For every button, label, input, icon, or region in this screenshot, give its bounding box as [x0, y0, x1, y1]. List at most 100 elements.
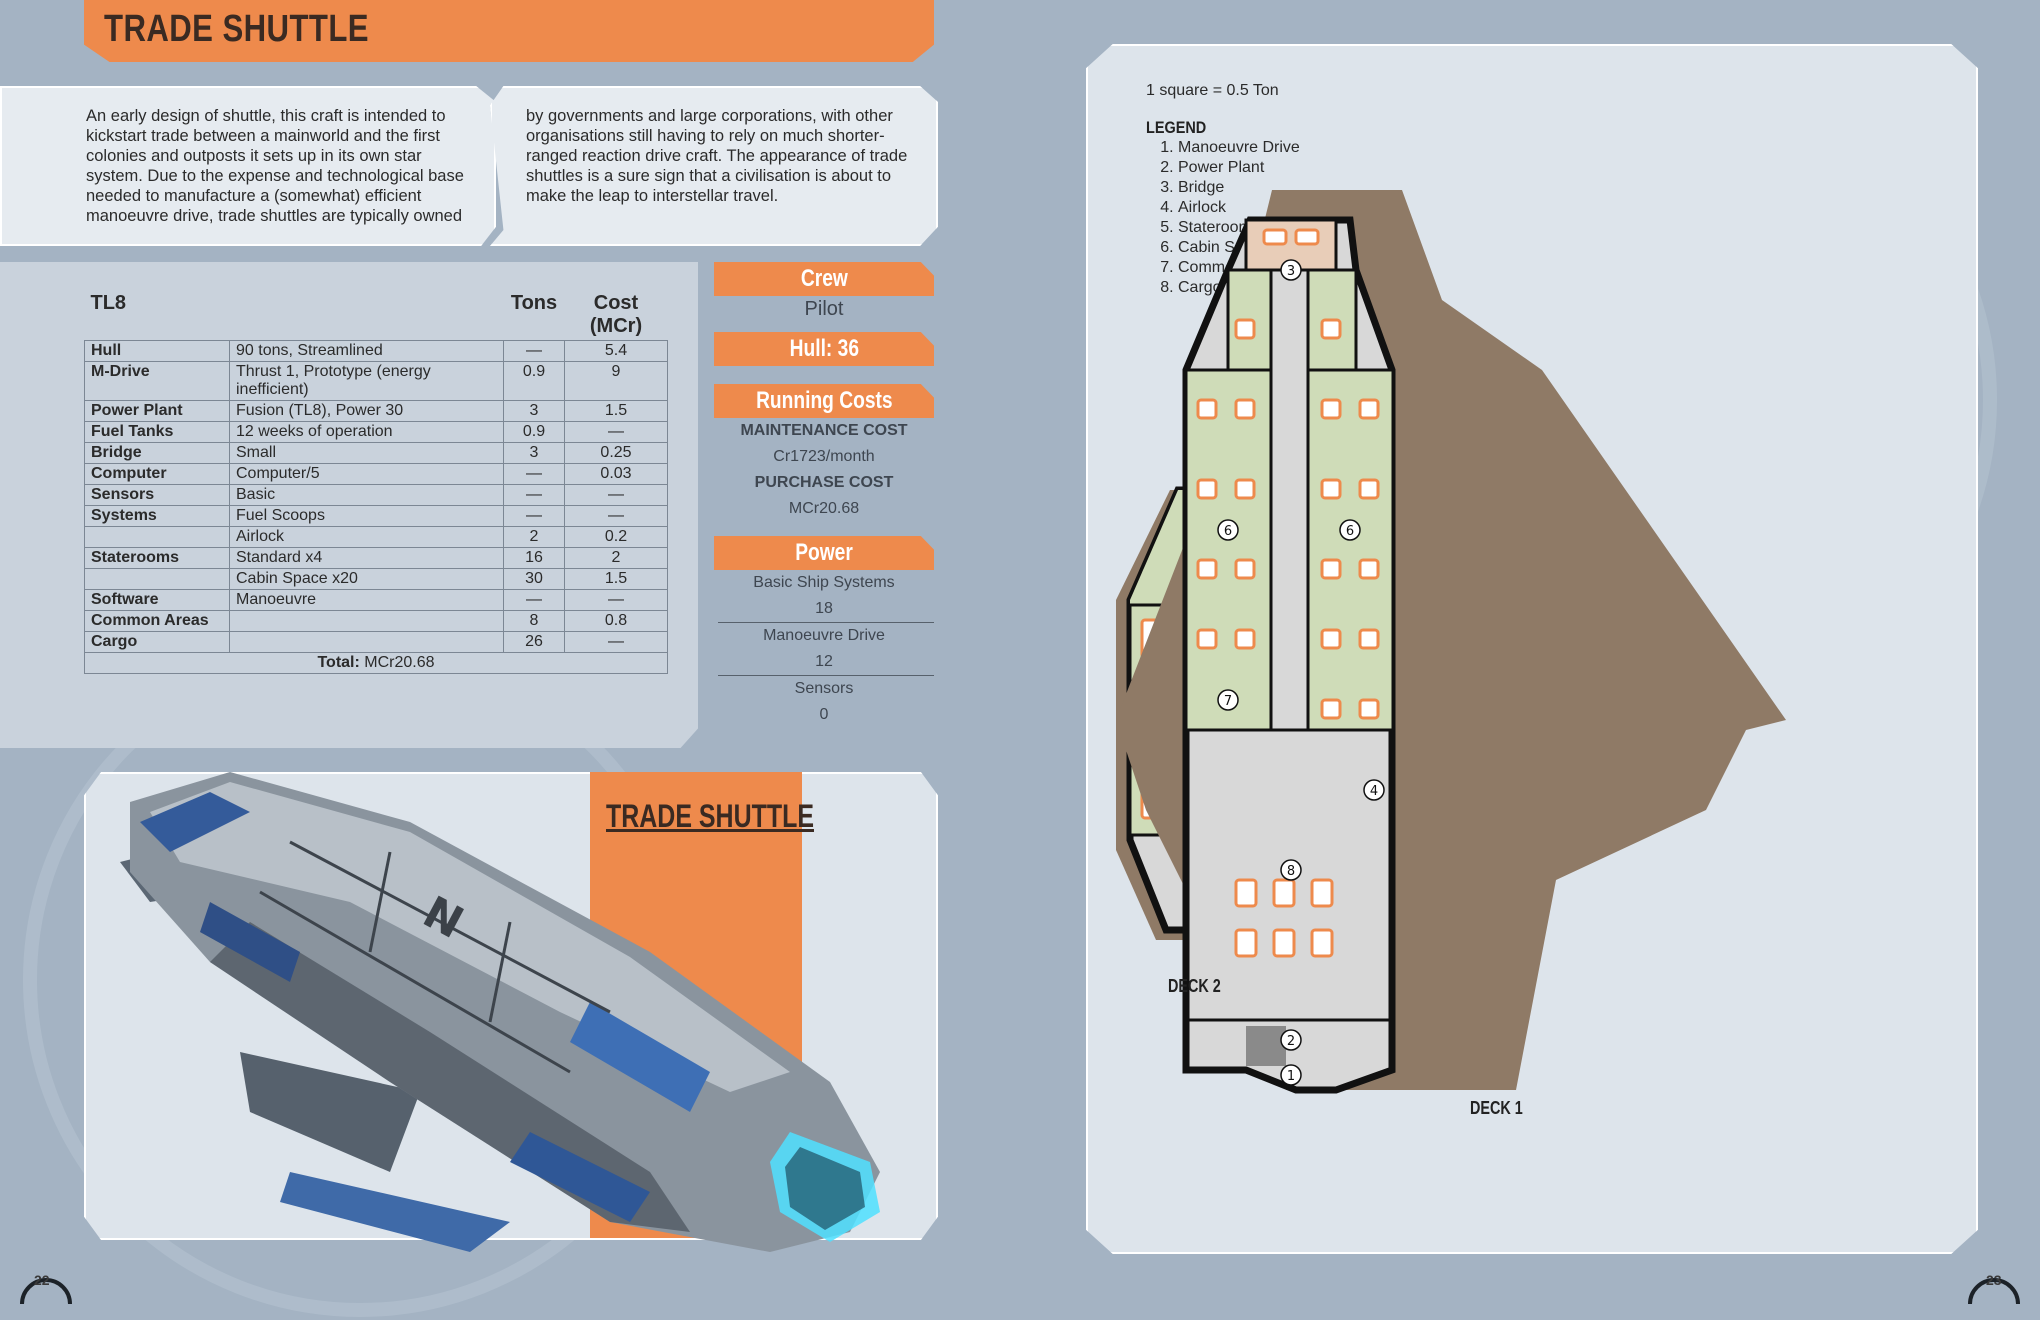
power-requirements-banner: Power Requirements: [714, 536, 934, 570]
stats-cell-item: Fusion (TL8), Power 30: [229, 400, 504, 422]
stats-cell-tons: —: [503, 589, 565, 611]
power-item-value: 18: [815, 600, 833, 617]
stats-cell-cost: 9: [564, 361, 668, 401]
legend-item: Airlock: [1178, 198, 1300, 218]
stats-cell-cost: —: [564, 484, 668, 506]
stats-cell-cat: Cargo: [84, 631, 230, 653]
power-item-label: Manoeuvre Drive: [763, 627, 885, 644]
stats-cell-cat: M-Drive: [84, 361, 230, 401]
stats-cell-cost: 2: [564, 547, 668, 569]
running-costs-title: Running Costs: [755, 387, 893, 414]
stats-total-cell: Total: MCr20.68: [84, 652, 668, 674]
stats-cell-cat: Systems: [84, 505, 230, 527]
stats-cell-item: Manoeuvre: [229, 589, 504, 611]
power-requirements-title: Power Requirements: [759, 539, 889, 600]
page-title: TRADE SHUTTLE: [104, 8, 369, 50]
page-corner-mark: [20, 1278, 72, 1305]
stats-cell-tons: 0.9: [503, 361, 565, 401]
tons-header: Tons: [503, 290, 565, 341]
stats-cell-tons: —: [503, 463, 565, 485]
power-item-label: Sensors: [794, 680, 854, 697]
stats-cell-item: Basic: [229, 484, 504, 506]
stats-cell-cost: —: [564, 589, 668, 611]
marker-common-area: 7: [1224, 694, 1232, 709]
title-banner: TRADE SHUTTLE: [84, 0, 934, 62]
page-number-right: 23: [1986, 1272, 2002, 1288]
purchase-label: PURCHASE COST: [754, 474, 894, 491]
stats-cell-tons: —: [503, 340, 565, 362]
legend-item: Power Plant: [1178, 158, 1300, 178]
trade-shuttle-illustration: N: [120, 772, 880, 1252]
stats-cell-item: [229, 631, 504, 653]
stats-cell-item: Fuel Scoops: [229, 505, 504, 527]
power-item-value: 12: [815, 653, 833, 670]
stats-cell-item: Thrust 1, Prototype (energy inefficient): [229, 361, 504, 401]
stats-cell-cat: Fuel Tanks: [84, 421, 230, 443]
maintenance-value: Cr1723/month: [773, 448, 875, 465]
scale-note: 1 square = 0.5 Ton: [1146, 82, 1279, 99]
stats-cell-cat: Sensors: [84, 484, 230, 506]
hull-title: Hull: 36: [789, 335, 859, 362]
divider: [718, 675, 934, 676]
stats-row: Cargo 26—: [84, 631, 668, 653]
stats-cell-cat: Computer: [84, 463, 230, 485]
artwork-title: TRADE SHUTTLE: [606, 798, 814, 834]
marker-cargo-hold: 8: [1287, 864, 1295, 879]
stats-cell-tons: 16: [503, 547, 565, 569]
crew-title: Crew: [800, 265, 848, 292]
intro-box-left: An early design of shuttle, this craft i…: [0, 86, 496, 246]
hull-banner: Hull: 36: [714, 332, 934, 366]
stats-cell-tons: 3: [503, 400, 565, 422]
stats-cell-tons: —: [503, 505, 565, 527]
stats-cell-cost: —: [564, 631, 668, 653]
page-number-left: 22: [34, 1272, 50, 1288]
total-value: MCr20.68: [364, 654, 435, 671]
stats-cell-tons: 26: [503, 631, 565, 653]
marker-bridge: 3: [1287, 264, 1295, 279]
page-corner-mark: [1968, 1278, 2020, 1305]
stats-cell-cost: —: [564, 421, 668, 443]
stats-cell-cat: Software: [84, 589, 230, 611]
tech-level-header: TL8: [84, 290, 504, 341]
stats-cell-item: 90 tons, Streamlined: [229, 340, 504, 362]
stats-cell-tons: 30: [503, 568, 565, 590]
stats-cell-cat: [84, 568, 230, 590]
total-label: Total:: [317, 654, 360, 671]
deck-plans: 7 5 5 5 5: [1116, 190, 1786, 1094]
legend-item: Bridge: [1178, 178, 1300, 198]
marker-cabin-space: 6: [1224, 524, 1232, 539]
stats-cell-cost: 0.8: [564, 610, 668, 632]
marker-airlock: 4: [1370, 784, 1378, 799]
crew-banner: Crew: [714, 262, 934, 296]
running-costs-banner: Running Costs: [714, 384, 934, 418]
legend-item: Stateroom: [1178, 218, 1300, 238]
stats-cell-tons: —: [503, 484, 565, 506]
intro-text-right: by governments and large corporations, w…: [526, 107, 908, 205]
stats-cell-cost: —: [564, 505, 668, 527]
stats-cell-cost: 0.25: [564, 442, 668, 464]
divider: [718, 622, 934, 623]
stats-cell-tons: 0.9: [503, 421, 565, 443]
stats-cell-item: 12 weeks of operation: [229, 421, 504, 443]
stats-cell-cost: 5.4: [564, 340, 668, 362]
intro-text-left: An early design of shuttle, this craft i…: [86, 107, 464, 225]
maintenance-label: MAINTENANCE COST: [740, 422, 908, 439]
deck-1-plan: 3 6 6 7 4 8 2 1: [1116, 190, 1786, 1094]
marker-cabin-space: 6: [1346, 524, 1354, 539]
power-item-value: 0: [819, 706, 829, 723]
power-item-label: Basic Ship Systems: [753, 574, 895, 591]
ship-summary-column: Crew Pilot Hull: 36 Running Costs MAINTE…: [714, 262, 934, 728]
legend-title: LEGEND: [1146, 118, 1207, 137]
stats-cell-item: [229, 610, 504, 632]
